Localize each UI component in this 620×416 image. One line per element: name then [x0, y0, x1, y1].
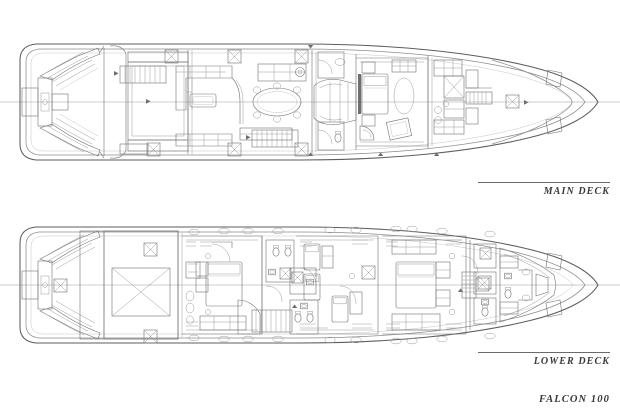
galley-counter-port — [443, 75, 465, 99]
main-deck-label: MAIN DECK — [478, 182, 610, 197]
galley-area-main — [427, 56, 493, 148]
midship-lobby-main — [311, 50, 357, 154]
engine-room-main-hatch — [111, 267, 171, 317]
vip-door-swing — [211, 243, 231, 263]
salon-console — [119, 143, 149, 155]
lower-bow-hatch-starboard — [545, 299, 563, 318]
helm-locker — [465, 107, 479, 125]
companionway-stairs — [251, 309, 293, 333]
salon-main — [114, 49, 309, 157]
master-cabin-lower — [382, 235, 479, 335]
cooktop-burner-2 — [434, 116, 442, 124]
hull-outline-main — [19, 43, 599, 161]
salon-sofa-starboard — [175, 133, 233, 147]
forepeak — [535, 273, 549, 297]
gunwale-line-main — [25, 48, 586, 156]
transom-stairs-starboard — [39, 113, 101, 157]
engine-room — [79, 230, 183, 344]
main-deck-rule — [478, 182, 610, 183]
lobby-closet — [317, 51, 345, 79]
lower-deck-label: LOWER DECK — [478, 352, 610, 367]
vip-nightstand-port — [195, 261, 209, 277]
stern-assembly-main — [21, 45, 127, 159]
guest-nightstand-2 — [349, 291, 363, 315]
main-deck-plan — [0, 43, 620, 161]
nightstand-starboard — [361, 114, 376, 127]
boarding-gate — [51, 93, 69, 111]
vip-dresser — [185, 261, 201, 279]
model-title: FALCON 100 — [538, 394, 610, 405]
foredeck-hatch-starboard — [545, 116, 563, 135]
crew-quarters — [499, 247, 576, 323]
vip-settee — [199, 315, 247, 331]
foredeck-hatch-port — [545, 69, 563, 88]
master-settee — [359, 125, 375, 141]
lower-bow-hatch-port — [545, 252, 563, 271]
master-headboard — [358, 74, 362, 114]
day-head-main — [317, 121, 345, 151]
lower-deck-plan — [0, 225, 620, 345]
guest-nightstand-1 — [321, 245, 334, 269]
guest-head-starboard — [289, 299, 319, 335]
helm-console — [465, 69, 479, 89]
vip-head-door — [265, 285, 283, 303]
companionway — [237, 299, 298, 335]
vip-head — [261, 236, 295, 334]
nightstand-port — [361, 61, 376, 74]
coffee-table-port — [189, 93, 217, 108]
transom-stairs-starboard-lower — [39, 300, 101, 340]
transom-stairs-port-lower — [39, 230, 101, 270]
bow-area-main — [491, 59, 573, 145]
master-armchair — [386, 117, 412, 141]
master-bed-main — [361, 73, 389, 115]
gunwale-line-lower — [25, 231, 586, 339]
guest-head-port — [289, 267, 317, 295]
chain-locker — [518, 269, 533, 301]
lower-deck-rule — [478, 352, 610, 353]
salon-sofa-port — [175, 65, 244, 124]
master-bed-lower — [395, 261, 437, 309]
main-deck-label-text: MAIN DECK — [543, 186, 610, 197]
twin-guest-cabin — [296, 235, 379, 335]
master-chaise-lower — [391, 313, 441, 331]
dining-area-main — [252, 63, 307, 123]
transom-stairs-port — [39, 47, 101, 91]
cooktop-burner-1 — [434, 106, 442, 114]
master-rug — [393, 77, 415, 115]
lower-deck-label-text: LOWER DECK — [533, 356, 610, 367]
